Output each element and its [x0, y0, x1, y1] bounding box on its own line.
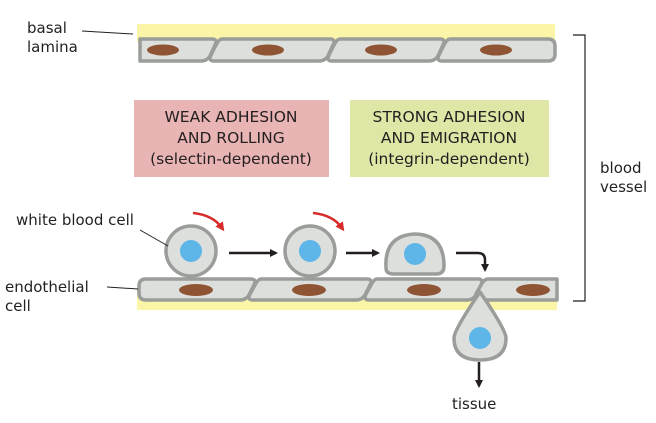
weak-adhesion-line3: (selectin-dependent) [150, 150, 312, 168]
white-blood-cell-label-text: white blood cell [16, 211, 134, 229]
bracket-line [573, 34, 586, 302]
wbc-nucleus [180, 240, 202, 262]
wbc-nucleus [299, 240, 321, 262]
nucleus [292, 284, 326, 296]
wbc-rolling-1 [164, 211, 225, 278]
strong-adhesion-box-bg [350, 100, 549, 177]
top-endothelial-nuclei [147, 44, 512, 56]
wbc-nucleus [469, 327, 491, 349]
tissue-label: tissue [452, 395, 496, 413]
strong-adhesion-line1: STRONG ADHESION [372, 108, 525, 126]
nucleus [252, 44, 284, 56]
top-vessel-wall [137, 24, 557, 63]
weak-adhesion-box: WEAK ADHESION AND ROLLING (selectin-depe… [134, 100, 329, 177]
basal-lamina-label-line2: lamina [27, 38, 78, 56]
flow-arrows [229, 249, 489, 388]
blood-vessel-label-line2: vessel [600, 178, 647, 196]
weak-adhesion-line2: AND ROLLING [177, 129, 284, 147]
basal-lamina-label-line1: basal [27, 19, 67, 37]
wbc-nucleus [404, 243, 426, 265]
weak-adhesion-box-bg [134, 100, 329, 177]
strong-adhesion-box: STRONG ADHESION AND EMIGRATION (integrin… [350, 100, 549, 177]
endothelial-cell-label: endothelial cell [5, 278, 139, 315]
strong-adhesion-line2: AND EMIGRATION [381, 129, 517, 147]
nucleus [179, 284, 213, 296]
nucleus [365, 44, 397, 56]
rolling-arrow-icon [192, 211, 225, 232]
arrow-down-bend-icon [456, 251, 489, 272]
white-blood-cell-leader-line [139, 229, 169, 247]
rolling-arrow-icon [312, 211, 345, 232]
white-blood-cell-label: white blood cell [16, 211, 169, 247]
weak-adhesion-line1: WEAK ADHESION [164, 108, 297, 126]
nucleus [516, 284, 550, 296]
bottom-vessel-wall [137, 277, 559, 310]
nucleus [407, 284, 441, 296]
basal-lamina-leader-line [81, 30, 134, 35]
wbc-adhered [384, 232, 446, 276]
wbc-body [452, 290, 508, 362]
nucleus [480, 44, 512, 56]
nucleus [147, 44, 179, 56]
wbc-emigrating [452, 290, 508, 362]
bottom-endothelial-nuclei [179, 284, 550, 296]
endothelial-leader-line [106, 286, 139, 290]
endothelial-label-line1: endothelial [5, 278, 89, 296]
blood-vessel-label-line1: blood [600, 159, 642, 177]
white-blood-cells [164, 211, 508, 362]
blood-vessel-bracket: blood vessel [573, 34, 647, 302]
endothelial-label-line2: cell [5, 297, 31, 315]
basal-lamina-label: basal lamina [27, 19, 134, 56]
strong-adhesion-line3: (integrin-dependent) [368, 150, 530, 168]
wbc-rolling-2 [283, 211, 345, 278]
